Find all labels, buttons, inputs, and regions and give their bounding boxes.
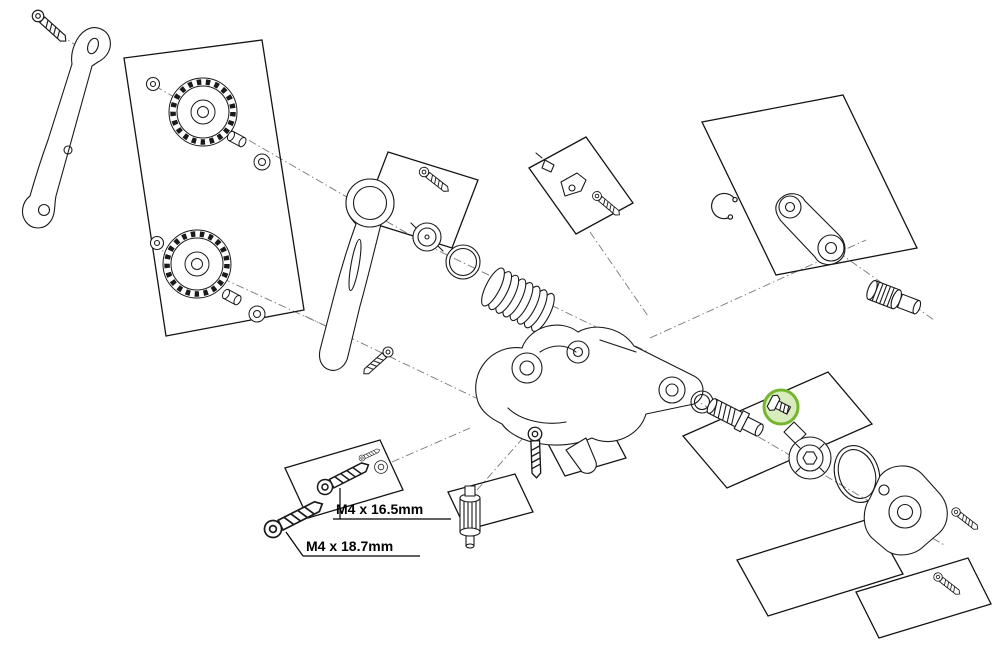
link-panel	[701, 94, 918, 276]
cover-panel-b	[855, 557, 992, 639]
b-axle-bolt	[706, 398, 764, 437]
pulley-bolt-upper	[145, 76, 161, 92]
snap-ring	[708, 190, 739, 222]
cover-screw-upper	[949, 505, 981, 533]
upper-pulley	[169, 78, 237, 146]
cable-tip	[535, 152, 555, 173]
plate-bolt	[360, 344, 396, 378]
pulley-bolt-lower	[149, 235, 165, 251]
clutch-band	[833, 445, 881, 503]
highlighted-part-b-adjust-bolt[interactable]	[762, 388, 800, 426]
cage-screw-16-5	[314, 457, 373, 498]
pulley-cap-upper	[253, 153, 271, 171]
cable-fixing-bolt	[590, 189, 623, 219]
derailleur-body	[475, 324, 704, 474]
barrel-adjuster	[459, 485, 481, 549]
inner-cage-plate	[318, 178, 395, 371]
adjust-barrel	[866, 280, 922, 315]
cover-screw-lower	[931, 570, 963, 598]
bracket-cover	[863, 465, 948, 556]
lower-pulley	[163, 230, 231, 298]
pulley-bushing-upper	[225, 129, 248, 149]
pulley-cap-lower	[248, 305, 266, 323]
outer-cage-plate	[21, 27, 111, 229]
cover-panel-a	[736, 517, 904, 617]
outer-link	[775, 193, 846, 266]
spring-cover	[410, 222, 444, 252]
clutch-cam	[783, 421, 832, 480]
spring-o-ring	[445, 244, 481, 280]
pulley-bushing-lower	[220, 287, 243, 307]
cable-fixing-panel	[528, 136, 634, 235]
label-m4-16-5: M4 x 16.5mm	[336, 501, 423, 517]
fixing-bolt	[29, 7, 71, 46]
screw-labels: M4 x 16.5mm M4 x 18.7mm	[285, 488, 451, 557]
cage-tension-spring	[481, 267, 555, 332]
screw-panel	[284, 439, 404, 519]
cage-screw-18-7	[260, 495, 327, 542]
b-adjust-bolt	[766, 394, 792, 415]
cable-fixing-plate	[560, 172, 587, 197]
cage-stopper-screw	[527, 426, 544, 479]
label-m4-18-7: M4 x 18.7mm	[306, 538, 393, 554]
